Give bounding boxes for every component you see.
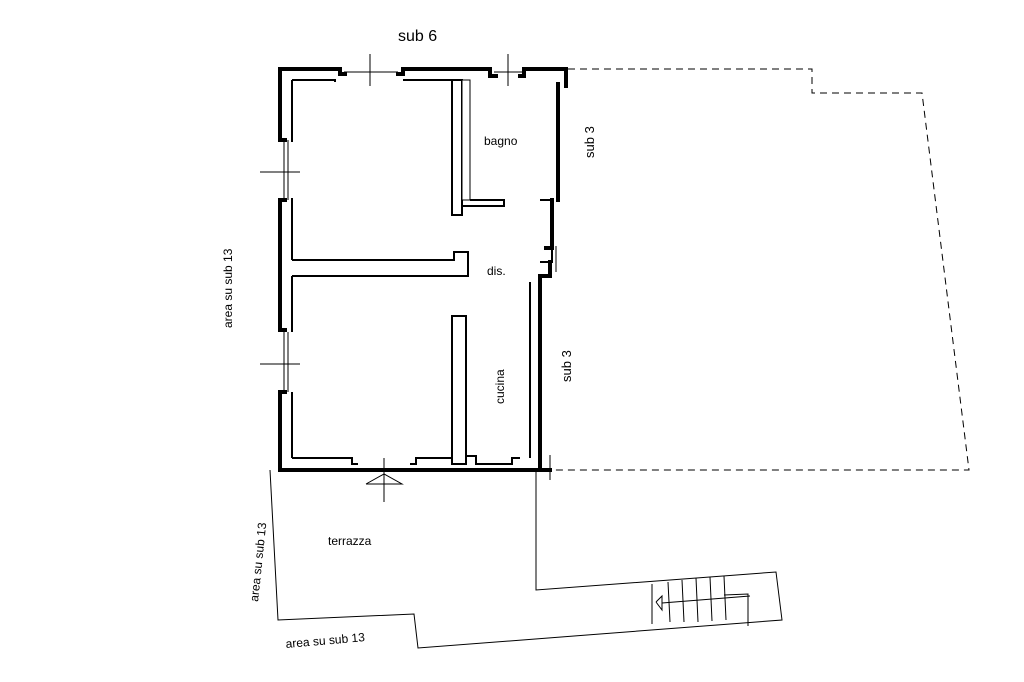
label-sub6: sub 6 xyxy=(398,28,437,45)
label-cucina: cucina xyxy=(493,369,507,404)
boundary-sub3 xyxy=(550,68,970,471)
label-sub3-bottom: sub 3 xyxy=(559,350,574,382)
interior-walls xyxy=(292,79,553,465)
label-terrazza: terrazza xyxy=(328,534,372,548)
exterior-walls xyxy=(278,67,568,472)
terrace-outline xyxy=(269,469,783,649)
label-bagno: bagno xyxy=(484,134,518,148)
label-area-terrace-left: area su sub 13 xyxy=(247,522,269,603)
opening-marks xyxy=(260,54,557,502)
label-sub3-top: sub 3 xyxy=(582,126,597,158)
staircase xyxy=(651,575,751,626)
label-area-left: area su sub 13 xyxy=(221,248,235,328)
label-dis: dis. xyxy=(487,264,506,278)
label-area-terrace-bottom: area su sub 13 xyxy=(285,630,366,651)
